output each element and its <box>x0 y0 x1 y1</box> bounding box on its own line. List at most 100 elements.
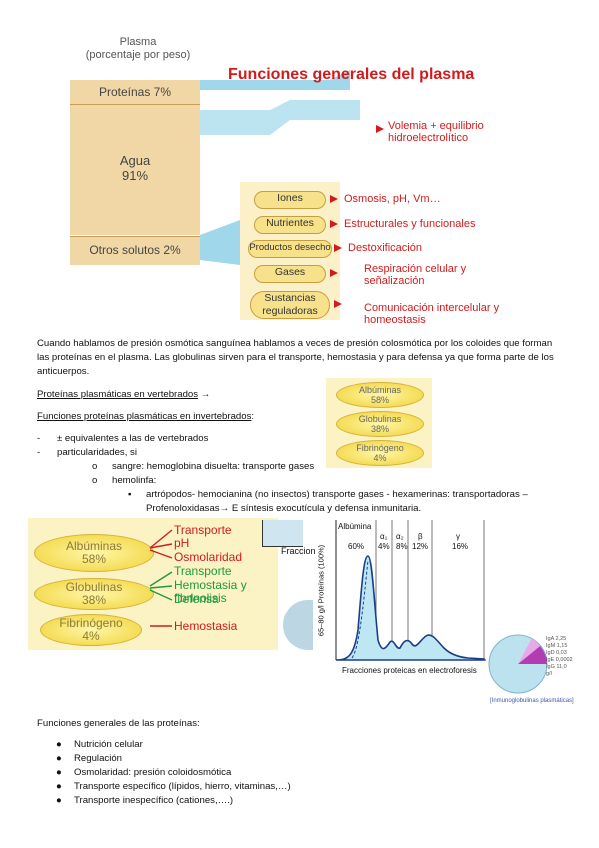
arrow-icon <box>330 195 338 203</box>
alpha2-label: α₂ <box>396 532 404 541</box>
square-bullet: ▪ <box>128 489 132 500</box>
functions-heading: Funciones generales de las proteínas: <box>37 718 200 729</box>
beta-pct: 12% <box>412 542 429 551</box>
protein-fractions-image: Albúminas 58% Globulinas 38% Fibrinógeno… <box>326 378 432 468</box>
fn-ions: Osmosis, pH, Vm… <box>344 193 441 205</box>
fn-waste: Destoxificación <box>348 242 422 254</box>
water-band: Agua 91% <box>70 105 200 235</box>
albumin-pill: Albúminas 58% <box>34 534 154 572</box>
albumin-label: Albúmina <box>338 522 372 531</box>
pill-gases: Gases <box>254 265 326 283</box>
bullet-icon: ● <box>56 795 62 806</box>
dash-bullet: - <box>37 447 41 458</box>
albumin-dashed-curve <box>351 559 369 659</box>
proteins-band: Proteínas 7% <box>70 80 200 105</box>
volemia-flow-arrow <box>200 100 360 135</box>
function-item: Transporte específico (lípidos, hierro, … <box>74 781 291 792</box>
legend-row: IgD 0,03 <box>546 650 567 656</box>
function-item: Osmolaridad: presión coloidosmótica <box>74 767 232 778</box>
alpha1-label: α₁ <box>380 532 388 541</box>
list-subsubitem-cont: Profenoloxidasas→ E síntesis exocutícula… <box>146 503 422 514</box>
plasma-title: Plasma (porcentaje por peso) <box>85 36 191 61</box>
gamma-pct: 16% <box>452 542 469 551</box>
legend-row: IgM 1,15 <box>546 643 568 649</box>
partial-plot <box>262 520 303 547</box>
arrow-icon: → <box>200 389 211 400</box>
globulin-fn-transport: Transporte <box>174 564 232 578</box>
albumin-fn-ph: pH <box>174 536 190 550</box>
circle-bullet: o <box>92 475 98 486</box>
plasma-figure: Plasma (porcentaje por peso) Proteínas 7… <box>58 30 548 330</box>
proteins-label: Proteínas 7% <box>98 85 172 99</box>
proteins-flow-arrow <box>200 70 350 90</box>
invertebrates-heading-text: Funciones proteínas plasmáticas en inver… <box>37 411 252 422</box>
albumin-pct: 60% <box>348 542 365 551</box>
immunoglobulin-caption: [Inmunoglobulinas plasmáticas] <box>490 698 574 704</box>
plasma-functions-title: Funciones generales del plasma <box>228 66 475 83</box>
solutes-flow-arrow <box>200 220 250 265</box>
alpha2-pct: 8% <box>396 542 408 551</box>
iga-slice <box>518 646 547 664</box>
fibrinogen-pill: Fibrinógeno 4% <box>40 614 142 646</box>
vertebrates-line: Proteínas plasmáticas en vertebrados → <box>37 388 327 402</box>
invertebrates-heading: Funciones proteínas plasmáticas en inver… <box>37 411 255 422</box>
x-axis-label: Fracciones proteicas en electroforesis <box>342 666 477 675</box>
dash-bullet: - <box>37 433 41 444</box>
fibrinogen-fn-hemostasis: Hemostasia <box>174 619 238 633</box>
pill-nutrients: Nutrientes <box>254 216 326 234</box>
arrow-icon <box>330 269 338 277</box>
legend-row: IgG 11,0 <box>546 664 567 670</box>
globulin-pill: Globulinas 38% <box>34 578 154 610</box>
fn-nutrients: Estructurales y funcionales <box>344 218 476 230</box>
albumin-pill: Albúminas 58% <box>336 382 424 408</box>
intro-paragraph: Cuando hablamos de presión osmótica sang… <box>37 338 554 377</box>
function-item: Regulación <box>74 753 123 764</box>
vertebrates-link[interactable]: Proteínas plasmáticas en vertebrados <box>37 389 199 400</box>
partial-plot-label: Fraccion <box>281 546 316 556</box>
fn-gases: Respiración celular y señalización <box>364 263 467 287</box>
alpha1-pct: 4% <box>378 542 390 551</box>
pill-regulators: Sustancias reguladoras <box>250 291 330 319</box>
bullet-icon: ● <box>56 753 62 764</box>
arrow-icon <box>334 244 342 252</box>
immunoglobulin-legend: IgA 2,25 IgM 1,15 IgD 0,03 IgE 0,0002 Ig… <box>546 636 573 678</box>
volemia-text: Volemia + equilibrio hidroelectrolítico <box>388 120 484 144</box>
igm-slice <box>518 638 540 664</box>
albumin-fn-transport: Transporte <box>174 523 232 537</box>
water-label: Agua <box>119 153 151 168</box>
protein-functions-figure: Albúminas 58% Globulinas 38% Fibrinógeno… <box>28 518 278 650</box>
albumin-fn-osmolarity: Osmolaridad <box>174 550 243 564</box>
others-band: Otros solutos 2% <box>70 236 200 265</box>
list-item: particularidades, si <box>57 447 137 458</box>
bullet-icon: ● <box>56 781 62 792</box>
list-subitem: hemolinfa: <box>112 475 157 486</box>
globulin-pill: Globulinas 38% <box>336 411 424 437</box>
list-item: ± equivalentes a las de vertebrados <box>57 433 209 444</box>
function-item: Nutrición celular <box>74 739 143 750</box>
bullet-icon: ● <box>56 767 62 778</box>
arrow-icon <box>334 300 342 308</box>
bullet-icon: ● <box>56 739 62 750</box>
fn-regulators: Comunicación intercelular y homeostasis <box>364 302 500 326</box>
function-item: Transporte inespecífico (cationes,….) <box>74 795 234 806</box>
legend-row: IgA 2,25 <box>546 636 567 642</box>
list-subsubitem: artrópodos- hemocianina (no insectos) tr… <box>146 489 528 500</box>
connector-arrows <box>149 529 173 627</box>
arrow-icon <box>376 125 384 133</box>
list-subitem: sangre: hemoglobina disuelta: transporte… <box>112 461 315 472</box>
arrow-icon <box>330 220 338 228</box>
flow-arrows <box>200 70 360 265</box>
globulin-fn-defense: Defensa <box>174 592 219 606</box>
y-axis-label: 65–80 g/l Proteínas (100%) <box>316 544 326 637</box>
electrophoresis-curve <box>335 555 485 661</box>
electrophoresis-chart: Albúmina 60% α₁ 4% α₂ 8% β 12% γ 16% 65–… <box>308 520 490 680</box>
legend-row: IgE 0,0002 <box>546 657 573 663</box>
beta-label: β <box>418 532 423 541</box>
immunoglobulin-pie-chart: IgA 2,25 IgM 1,15 IgD 0,03 IgE 0,0002 Ig… <box>488 630 588 710</box>
water-pct: 91% <box>121 168 149 183</box>
circle-bullet: o <box>92 461 98 472</box>
others-label: Otros solutos 2% <box>89 243 181 257</box>
legend-unit: g/l <box>546 671 552 677</box>
immunoglobulin-pie <box>488 634 548 694</box>
fibrinogen-pill: Fibrinógeno 4% <box>336 440 424 466</box>
